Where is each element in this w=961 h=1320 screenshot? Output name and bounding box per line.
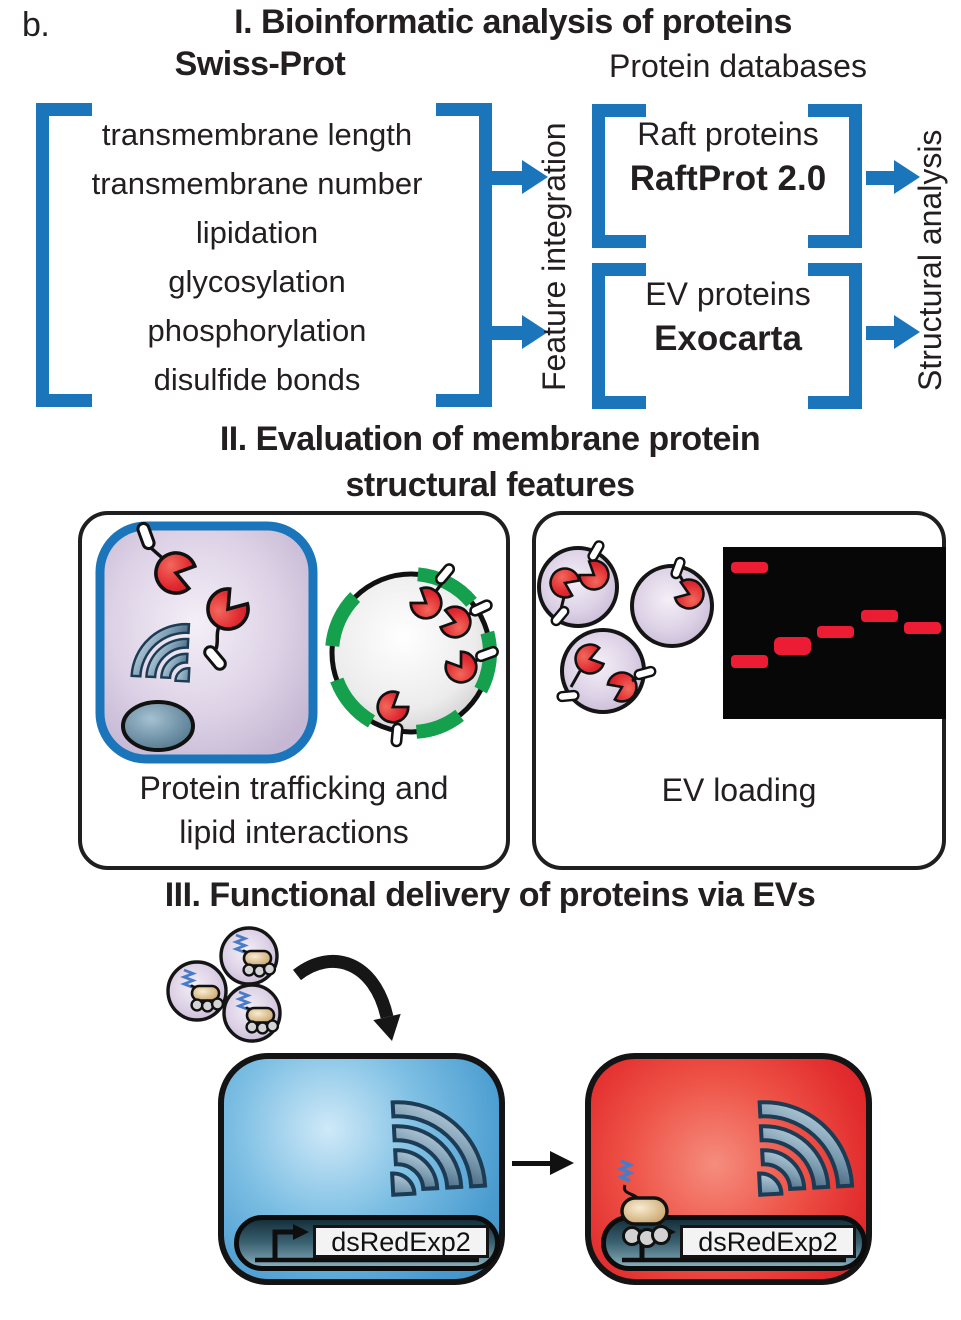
loaded-ev-group [166, 926, 282, 1043]
section2-title-line1: II. Evaluation of membrane protein [219, 420, 761, 458]
arrow-right-icon [492, 326, 522, 340]
ev-loading-caption: EV loading [661, 772, 817, 808]
raft-segment-icon [325, 567, 497, 739]
arrow-right-icon [492, 171, 522, 185]
feature-bracket-left [36, 103, 92, 407]
arrow-right-icon [894, 160, 920, 194]
ev-vesicle [630, 564, 714, 648]
plasmid-label: dsRedExp2 [680, 1225, 856, 1258]
ev-proteins-label: EV proteins [645, 276, 811, 312]
structural-analysis-label: Structural analysis [912, 129, 948, 391]
arrow-right-icon [866, 171, 894, 185]
transfer-arrow-icon [550, 1151, 574, 1175]
section3-title: III. Functional delivery of proteins via… [164, 876, 816, 914]
promoter-arrow-icon [255, 1224, 479, 1263]
arrow-right-icon [894, 315, 920, 349]
ev-box: EV proteins Exocarta [600, 276, 856, 359]
feature-item: glycosylation [168, 264, 346, 299]
transfer-arrow-icon [512, 1161, 552, 1166]
trafficking-illustration [95, 520, 501, 764]
raftprot-db-label: RaftProt 2.0 [629, 159, 827, 198]
feature-item: transmembrane length [101, 117, 413, 152]
recipient-cell: dsRedExp2 [585, 1053, 872, 1285]
plasmid-construct: dsRedExp2 [234, 1215, 500, 1271]
arrow-right-icon [522, 160, 548, 194]
delivered-cargo-icon [616, 1159, 671, 1248]
feature-item: phosphorylation [147, 313, 367, 348]
raft-bracket-left [592, 104, 646, 248]
swissprot-label: Swiss-Prot [174, 45, 346, 83]
gel-band [731, 562, 941, 668]
trafficking-caption-line2: lipid interactions [179, 814, 409, 850]
trafficking-caption-line1: Protein trafficking and [139, 770, 449, 806]
feature-item: lipidation [195, 215, 319, 250]
feature-bracket-right [436, 103, 492, 407]
feature-item: transmembrane number [91, 166, 423, 201]
ev-loading-illustration [537, 538, 946, 719]
protein-databases-label: Protein databases [609, 48, 867, 84]
ev-bracket-right [808, 263, 862, 409]
anchor-rod-icon [390, 722, 404, 748]
arrow-right-icon [866, 326, 894, 340]
nucleus [121, 700, 195, 752]
section2-title-line2: structural features [345, 466, 635, 504]
raft-proteins-label: Raft proteins [637, 116, 819, 152]
ev-bracket-left [592, 263, 646, 409]
delivery-arrow-icon [293, 954, 401, 1041]
plasmid-label: dsRedExp2 [313, 1225, 489, 1258]
section1-title: I. Bioinformatic analysis of proteins [234, 3, 792, 41]
raft-bracket-right [808, 104, 862, 248]
anchor-rod-icon [556, 689, 580, 703]
feature-item: disulfide bonds [153, 362, 361, 397]
raft-box: Raft proteins RaftProt 2.0 [600, 116, 856, 199]
feature-list: transmembrane length transmembrane numbe… [52, 110, 462, 404]
feature-integration-label: Feature integration [536, 122, 572, 392]
arrow-right-icon [522, 315, 548, 349]
panel-label: b. [22, 6, 50, 44]
exocarta-db-label: Exocarta [654, 319, 802, 358]
donor-cell: dsRedExp2 [218, 1053, 505, 1285]
